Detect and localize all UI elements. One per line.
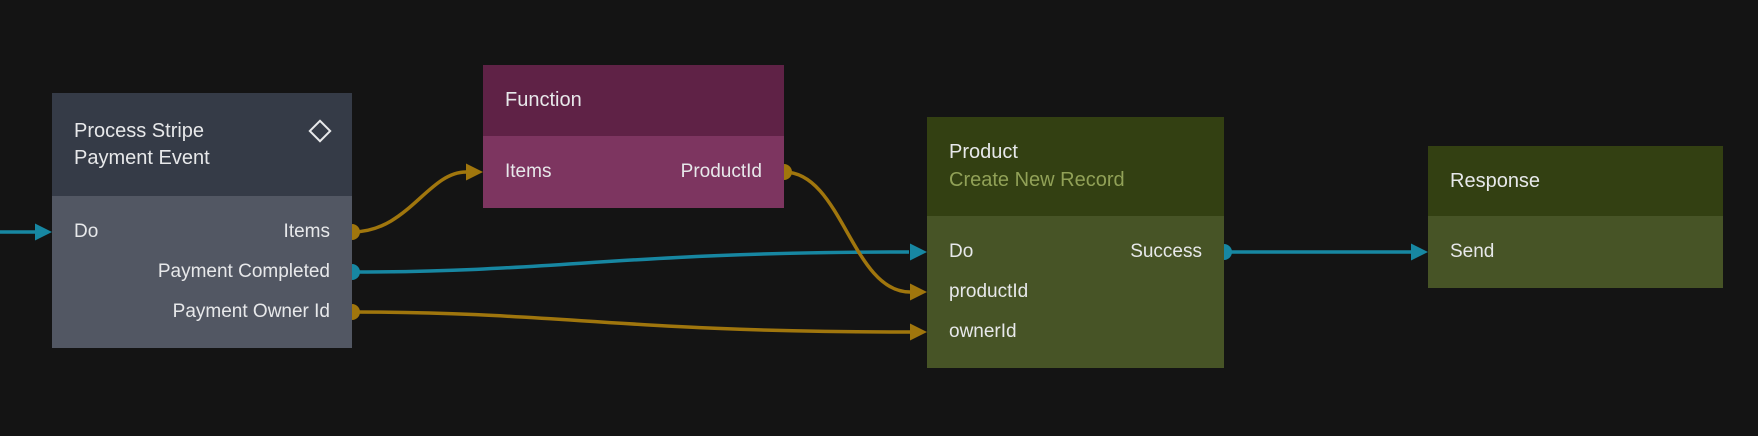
- node-subtitle: Create New Record: [949, 169, 1125, 191]
- port-row-do-items: Do Items: [52, 212, 352, 252]
- node-body: Items ProductId: [483, 136, 784, 208]
- node-function[interactable]: Function Items ProductId: [483, 65, 784, 208]
- node-title-line2: Payment Event: [74, 146, 210, 169]
- arrowhead-product-do: [910, 243, 927, 261]
- node-body: Do Items Payment Completed Payment Owner…: [52, 196, 352, 348]
- node-response[interactable]: Response Send: [1428, 146, 1723, 288]
- port-row-ownerid: ownerId: [927, 312, 1224, 352]
- wire-owner-id-to-product-ownerid[interactable]: [351, 310, 911, 334]
- arrowhead-trigger-do: [35, 223, 52, 241]
- node-header[interactable]: Response: [1428, 146, 1723, 216]
- port-product-ownerid[interactable]: ownerId: [949, 321, 1017, 342]
- port-product-do[interactable]: Do: [949, 241, 974, 262]
- arrowhead-product-ownerid: [910, 323, 927, 341]
- port-trigger-payment-completed[interactable]: Payment Completed: [157, 261, 330, 282]
- wire-productid-to-product-productid[interactable]: [783, 170, 911, 294]
- port-row-payment-owner-id: Payment Owner Id: [52, 292, 352, 332]
- port-row-do-success: Do Success: [927, 232, 1224, 272]
- node-header[interactable]: Function: [483, 65, 784, 136]
- port-trigger-items[interactable]: Items: [283, 221, 330, 242]
- port-row-payment-completed: Payment Completed: [52, 252, 352, 292]
- port-function-items[interactable]: Items: [505, 161, 552, 182]
- port-row-items-productid: Items ProductId: [483, 152, 784, 192]
- node-product-create-new-record[interactable]: Product Create New Record Do Success pro…: [927, 117, 1224, 368]
- port-function-productid[interactable]: ProductId: [680, 161, 762, 182]
- node-body: Do Success productId ownerId: [927, 216, 1224, 368]
- node-title-line1: Process Stripe: [74, 119, 205, 142]
- node-header[interactable]: Process Stripe Payment Event: [52, 93, 352, 196]
- arrowhead-product-productid: [910, 283, 927, 301]
- arrowhead-response-send: [1411, 243, 1428, 261]
- node-title: Response: [1450, 169, 1541, 192]
- port-product-success[interactable]: Success: [1130, 241, 1202, 262]
- diamond-icon: [308, 119, 332, 143]
- node-title: Product: [949, 141, 1018, 163]
- port-row-send: Send: [1428, 232, 1723, 272]
- port-trigger-do[interactable]: Do: [74, 221, 99, 242]
- wire-items-to-function-items[interactable]: [351, 170, 467, 234]
- port-product-productid[interactable]: productId: [949, 281, 1029, 302]
- port-trigger-payment-owner-id[interactable]: Payment Owner Id: [172, 301, 330, 322]
- arrowhead-function-items: [466, 163, 483, 181]
- port-row-productid: productId: [927, 272, 1224, 312]
- node-body: Send: [1428, 216, 1723, 288]
- node-process-stripe-payment-event[interactable]: Process Stripe Payment Event Do Items Pa…: [52, 93, 352, 348]
- wire-payment-completed-to-product-do[interactable]: [351, 250, 910, 274]
- port-response-send[interactable]: Send: [1450, 241, 1495, 262]
- node-header[interactable]: Product Create New Record: [927, 117, 1224, 216]
- node-title: Function: [505, 89, 582, 111]
